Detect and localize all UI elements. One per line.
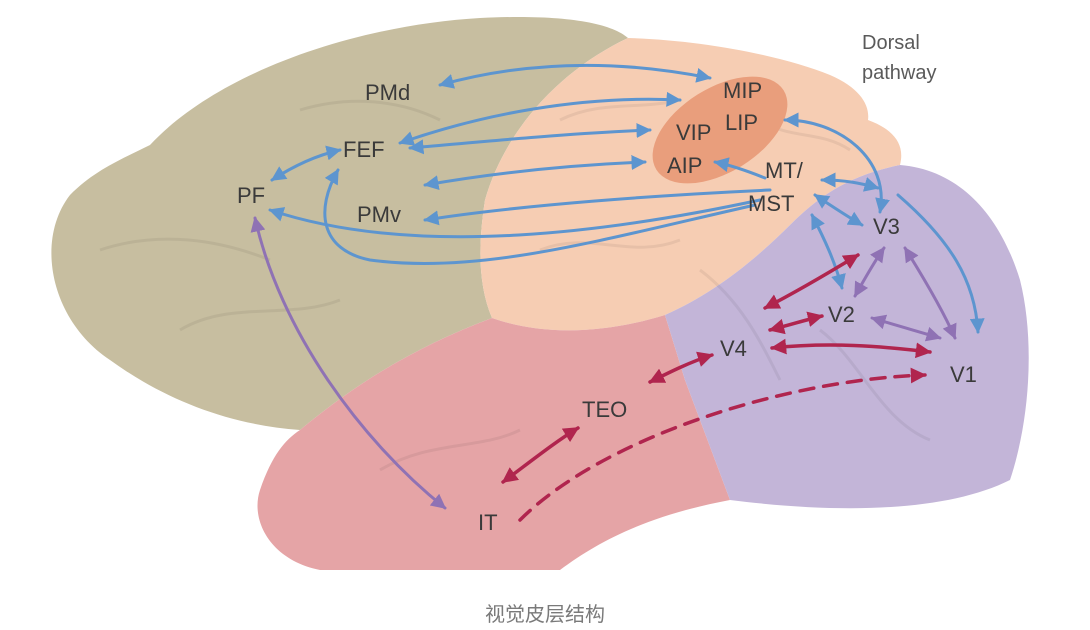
arrow-mst-v3: [820, 172, 880, 192]
arrow-fef-vip: [408, 123, 652, 155]
area-label-lip: LIP: [725, 110, 758, 135]
figure-caption: 视觉皮层结构: [485, 602, 605, 626]
arrow-v4-v3: [763, 253, 860, 310]
intraparietal-highlight: [652, 76, 788, 184]
pathway-label: Dorsal pathway: [862, 32, 937, 84]
area-label-mt: MT/: [765, 158, 804, 183]
arrow-it-v1-dashed: [518, 367, 927, 522]
area-label-v1: V1: [950, 362, 977, 387]
arrow-pf-it: [250, 216, 447, 510]
connection-arrows: [250, 63, 985, 522]
pathway-label-line2: pathway: [862, 62, 937, 84]
arrow-pmv-aip: [423, 155, 647, 191]
brain-regions: [51, 16, 1029, 570]
arrow-pf-fef: [270, 145, 342, 182]
area-labels: PMd FEF PF PMv MIP LIP VIP AIP MT/ MST V…: [237, 78, 977, 535]
arrow-v4-v1: [770, 338, 932, 359]
area-label-pmv: PMv: [357, 202, 401, 227]
area-label-pf: PF: [237, 183, 265, 208]
area-label-v2: V2: [828, 302, 855, 327]
area-label-v3: V3: [873, 214, 900, 239]
arrow-lip-v3: [783, 112, 890, 214]
area-label-v4: V4: [720, 336, 747, 361]
area-label-vip: VIP: [676, 120, 711, 145]
arrow-v4-v2: [768, 311, 824, 335]
area-label-it: IT: [478, 510, 498, 535]
area-label-mip: MIP: [723, 78, 762, 103]
area-label-mst: MST: [748, 191, 794, 216]
watermark: 知乎 @: [880, 506, 947, 530]
arrow-mt-aip: [713, 157, 767, 180]
arrow-it-teo: [501, 426, 580, 484]
arrow-pmd-mip: [438, 63, 712, 89]
area-label-aip: AIP: [667, 153, 702, 178]
arrow-v2-v1: [870, 314, 942, 342]
pathway-label-line1: Dorsal: [862, 32, 920, 54]
arrow-v3-v1: [903, 246, 957, 340]
area-label-fef: FEF: [343, 137, 385, 162]
arrow-mst-v3-lower: [813, 193, 864, 227]
arrow-teo-v4: [648, 351, 714, 384]
arrow-mst-pmv: [423, 188, 772, 226]
area-label-teo: TEO: [582, 397, 627, 422]
area-label-pmd: PMd: [365, 80, 410, 105]
